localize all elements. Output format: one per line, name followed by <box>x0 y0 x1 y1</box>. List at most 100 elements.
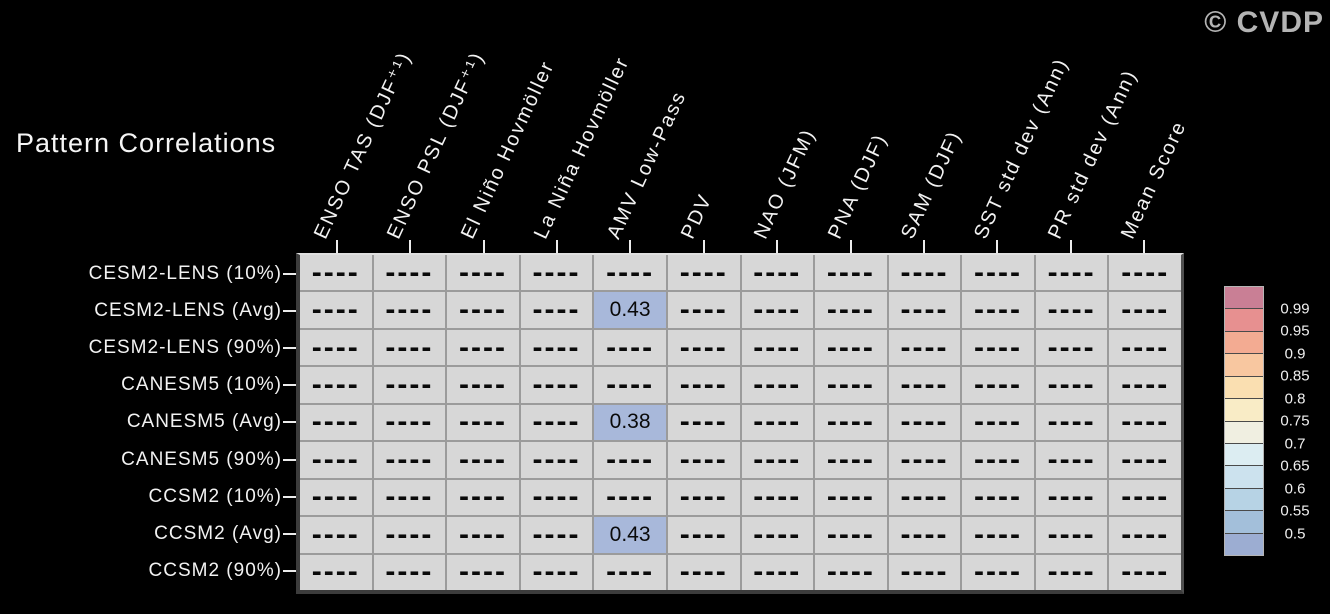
grid-cell-missing: ---- <box>888 329 961 366</box>
row-label: CANESM5 (10%) <box>121 374 282 396</box>
grid-cell-missing: ---- <box>447 404 519 441</box>
grid-cell-missing: ---- <box>815 479 887 516</box>
grid-cell-missing: ---- <box>373 255 446 291</box>
legend-swatch <box>1225 510 1263 533</box>
grid-cell-value: 0.38 <box>594 404 666 441</box>
grid-cell-missing: ---- <box>741 329 814 366</box>
grid-cell-missing: ---- <box>815 292 887 328</box>
grid-cell-missing: ---- <box>962 329 1034 366</box>
grid-cell-missing: ---- <box>667 329 740 366</box>
grid-cell-missing: ---- <box>594 554 666 590</box>
grid-cell-missing: ---- <box>815 367 887 403</box>
grid-cell-missing: ---- <box>1109 367 1181 403</box>
grid-cell-missing: ---- <box>300 367 372 403</box>
grid-cell-missing: ---- <box>667 442 740 478</box>
grid-cell-missing: ---- <box>300 479 372 516</box>
grid-cell-missing: ---- <box>447 517 519 553</box>
grid-cell-missing: ---- <box>741 367 814 403</box>
legend-swatch <box>1225 465 1263 488</box>
legend-tick-label: 0.55 <box>1280 502 1310 520</box>
grid-cell-missing: ---- <box>300 329 372 366</box>
column-tick-icon <box>1143 240 1146 253</box>
row-tick-icon <box>283 272 296 275</box>
grid-cell-missing: ---- <box>1109 442 1181 478</box>
grid-cell-missing: ---- <box>1109 255 1181 291</box>
grid-cell-missing: ---- <box>1035 404 1108 441</box>
grid-cell-missing: ---- <box>373 329 446 366</box>
grid-cell-missing: ---- <box>447 367 519 403</box>
grid-cell-missing: ---- <box>520 367 593 403</box>
column-tick-icon <box>923 240 926 253</box>
copyright-watermark: © CVDP <box>1204 6 1324 39</box>
grid-cell-missing: ---- <box>815 329 887 366</box>
grid-cell-missing: ---- <box>815 255 887 291</box>
grid-cell-missing: ---- <box>888 404 961 441</box>
grid-cell-missing: ---- <box>373 479 446 516</box>
grid-cell-missing: ---- <box>962 292 1034 328</box>
grid-cell-missing: ---- <box>667 367 740 403</box>
grid-cell-missing: ---- <box>300 255 372 291</box>
grid-cell-missing: ---- <box>520 442 593 478</box>
column-tick-icon <box>776 240 779 253</box>
legend-swatch <box>1225 442 1263 466</box>
grid-cell-missing: ---- <box>815 554 887 590</box>
grid-cell-missing: ---- <box>741 479 814 516</box>
row-label: CANESM5 (Avg) <box>126 411 282 433</box>
legend-swatch <box>1225 532 1263 556</box>
grid-cell-missing: ---- <box>447 329 519 366</box>
grid-cell-missing: ---- <box>520 292 593 328</box>
grid-cell-missing: ---- <box>962 255 1034 291</box>
grid-cell-missing: ---- <box>373 554 446 590</box>
grid-cell-missing: ---- <box>667 554 740 590</box>
grid-cell-missing: ---- <box>815 517 887 553</box>
grid-cell-missing: ---- <box>667 292 740 328</box>
column-tick-icon <box>1069 240 1072 253</box>
grid-cell-missing: ---- <box>373 367 446 403</box>
row-label: CESM2-LENS (10%) <box>88 262 282 284</box>
legend-swatch <box>1225 420 1263 443</box>
column-tick-icon <box>482 240 485 253</box>
grid-cell-missing: ---- <box>962 554 1034 590</box>
grid-cell-missing: ---- <box>1035 442 1108 478</box>
grid-cell-missing: ---- <box>1109 517 1181 553</box>
grid-cell-missing: ---- <box>741 442 814 478</box>
column-tick-icon <box>335 240 338 253</box>
row-tick-icon <box>283 421 296 424</box>
grid-cell-missing: ---- <box>1109 292 1181 328</box>
grid-cell-missing: ---- <box>1109 554 1181 590</box>
row-label: CCSM2 (90%) <box>148 560 282 582</box>
column-tick-icon <box>702 240 705 253</box>
row-tick-icon <box>283 495 296 498</box>
grid-cell-missing: ---- <box>300 554 372 590</box>
grid-cell-missing: ---- <box>667 255 740 291</box>
grid-cell-missing: ---- <box>520 554 593 590</box>
legend-swatch <box>1225 398 1263 421</box>
legend-tick-label: 0.95 <box>1280 322 1310 340</box>
grid-cell-missing: ---- <box>520 479 593 516</box>
grid-cell-missing: ---- <box>594 255 666 291</box>
grid-cell-missing: ---- <box>447 442 519 478</box>
grid-cell-missing: ---- <box>1109 404 1181 441</box>
grid-cell-missing: ---- <box>594 442 666 478</box>
column-tick-icon <box>629 240 632 253</box>
grid-cell-missing: ---- <box>594 479 666 516</box>
legend-tick-label: 0.8 <box>1284 390 1306 407</box>
row-label: CESM2-LENS (90%) <box>88 337 282 359</box>
grid-cell-missing: ---- <box>447 554 519 590</box>
grid-cell-missing: ---- <box>815 404 887 441</box>
legend-swatch <box>1225 308 1263 331</box>
grid-cell-missing: ---- <box>300 442 372 478</box>
legend-tick-label: 0.75 <box>1280 412 1310 430</box>
column-tick-icon <box>996 240 999 253</box>
grid-cell-missing: ---- <box>1035 479 1108 516</box>
row-tick-icon <box>283 533 296 536</box>
grid-cell-missing: ---- <box>1035 554 1108 590</box>
legend-swatch <box>1225 353 1263 376</box>
grid-cell-missing: ---- <box>741 554 814 590</box>
grid-cell-missing: ---- <box>1035 329 1108 366</box>
grid-cell-missing: ---- <box>888 255 961 291</box>
correlation-grid: ----------------------------------------… <box>296 253 1184 594</box>
column-header-label: PNA (DJF) <box>823 130 892 243</box>
grid-cell-missing: ---- <box>741 517 814 553</box>
grid-cell-missing: ---- <box>888 442 961 478</box>
